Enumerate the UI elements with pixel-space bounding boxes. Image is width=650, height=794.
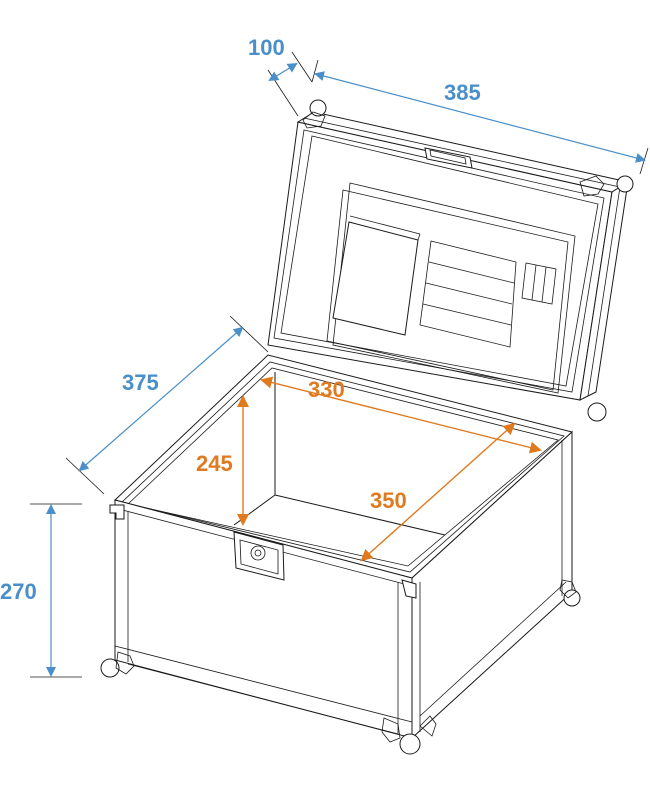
dimension-label-lid-depth: 100 (248, 35, 285, 60)
lid-pen-slots (521, 262, 557, 305)
dimension-label-inner-width: 330 (308, 377, 345, 402)
dimension-label-inner-height: 245 (196, 451, 233, 476)
dimension-label-height: 270 (0, 579, 37, 604)
case-body (100, 354, 581, 755)
inner-dimension-lines (237, 376, 542, 562)
outer-dimension-lines (30, 51, 649, 678)
dimension-label-depth: 375 (122, 370, 159, 395)
lid-document-pocket (332, 215, 421, 336)
lid-compartments (419, 240, 517, 348)
dimension-label-inner-depth: 350 (370, 488, 407, 513)
corner-balls (100, 504, 581, 755)
front-latch (233, 531, 285, 581)
dimension-label-width: 385 (444, 80, 481, 105)
